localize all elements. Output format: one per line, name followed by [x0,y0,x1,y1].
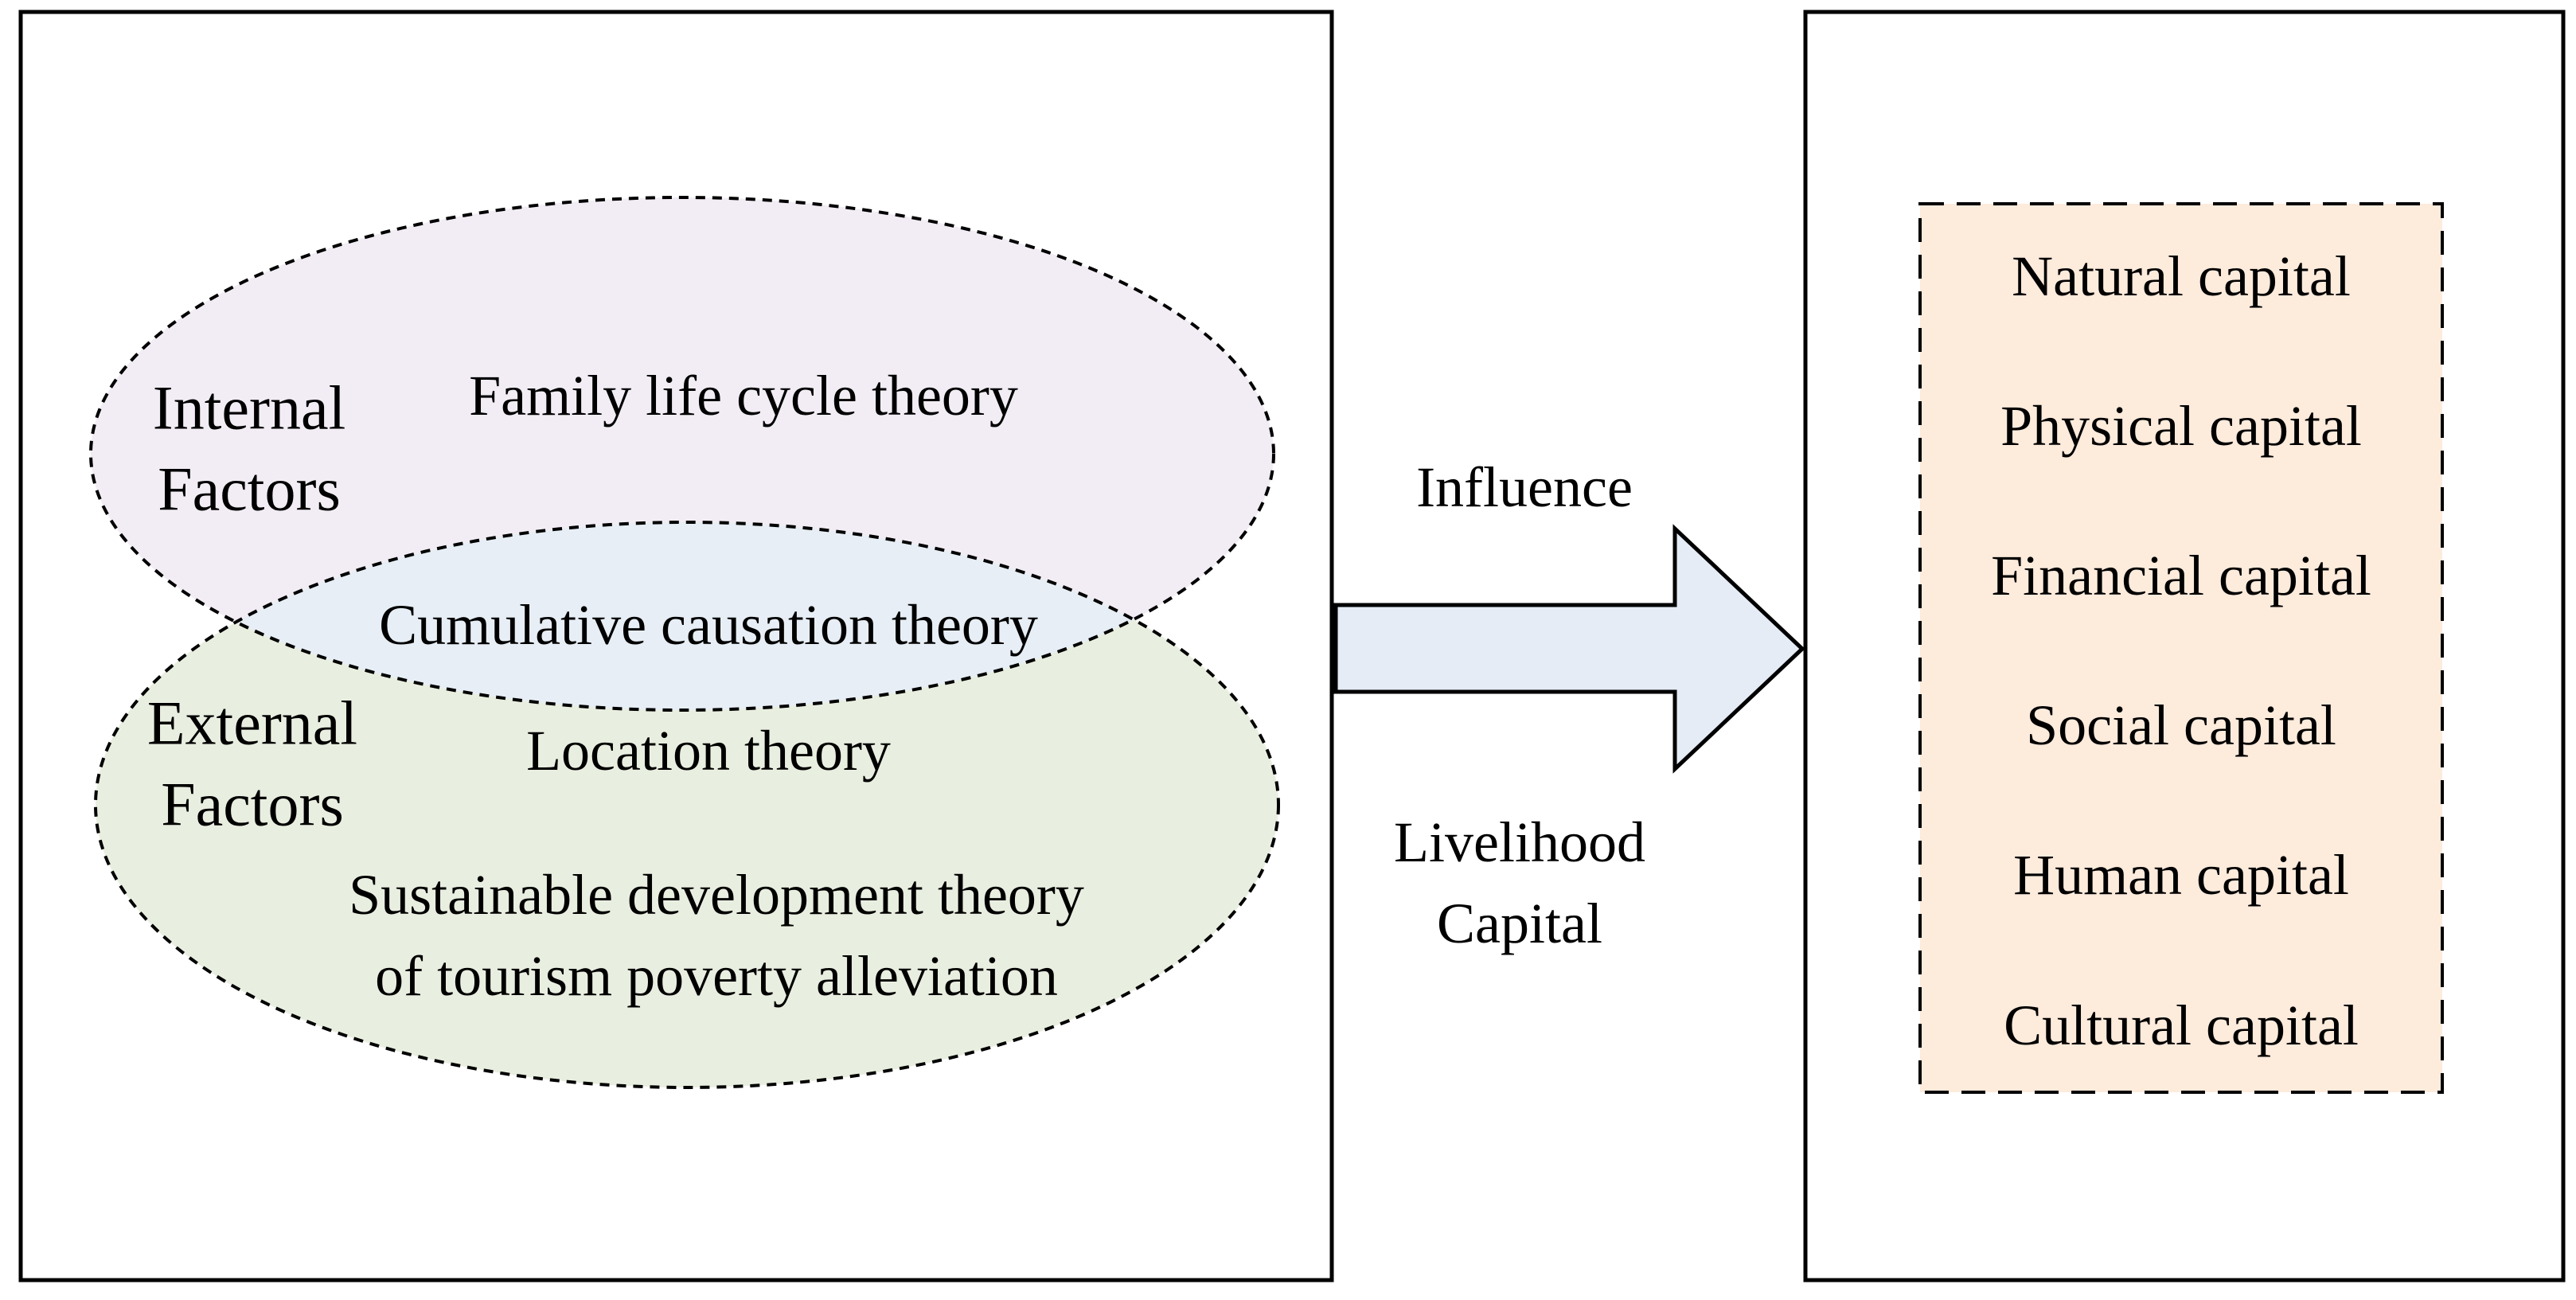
family-life-cycle-theory-label: Family life cycle theory [469,364,1018,427]
sustainable-theory-label-line2: of tourism poverty alleviation [375,944,1058,1008]
internal-factors-ellipse-outline [89,196,1275,712]
internal-factors-label-line1: Internal [153,373,346,443]
capitals-dashed-box [1918,202,2444,1094]
capital-item-financial: Financial capital [1991,544,2371,607]
cumulative-causation-theory-label: Cumulative causation theory [379,593,1038,657]
internal-factors-label-line2: Factors [158,455,341,524]
influence-arrow [1333,524,1805,774]
capital-item-social: Social capital [2026,693,2336,757]
overlap-lens [96,522,1274,710]
livelihood-capital-label-line1: Livelihood [1394,810,1645,874]
external-factors-label-line2: Factors [161,770,344,839]
external-factors-ellipse-outline [94,521,1280,1089]
location-theory-label: Location theory [526,719,891,783]
influence-label: Influence [1416,455,1633,519]
livelihood-capital-label-line2: Capital [1437,892,1602,955]
capital-item-cultural: Cultural capital [2004,994,2359,1057]
external-factors-label-line1: External [147,689,357,758]
capital-item-natural: Natural capital [2012,244,2351,308]
capital-item-human: Human capital [2013,843,2349,907]
capital-item-physical: Physical capital [2000,394,2362,458]
sustainable-theory-label-line1: Sustainable development theory [349,863,1084,927]
